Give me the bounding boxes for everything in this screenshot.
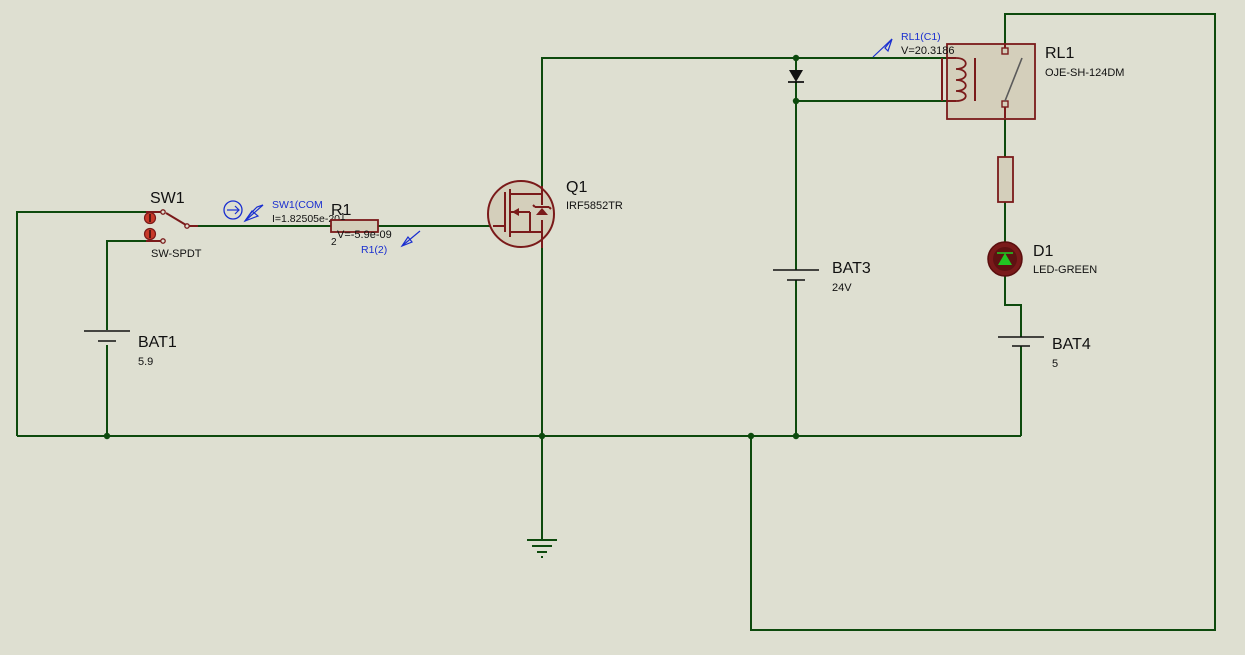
- r1-voltage-probe[interactable]: V=-5.9e-09 R1(2): [337, 229, 421, 256]
- mosfet-q1[interactable]: [487, 180, 555, 248]
- relay-rl1[interactable]: [941, 43, 1036, 120]
- rl1-value-label: OJE-SH-124DM: [1045, 67, 1124, 79]
- bat3-ref-label: BAT3: [832, 260, 871, 277]
- ammeter-icon: [223, 200, 243, 220]
- wire-left-loop: [16, 211, 146, 436]
- resistor-r1[interactable]: [330, 219, 379, 233]
- r1-probe-name: R1(2): [361, 244, 387, 256]
- bat3-value-label: 24V: [832, 282, 852, 294]
- junction-dot: [747, 432, 755, 440]
- rl1-probe-reading: V=20.3186: [901, 45, 955, 57]
- sw1-probe-reading: I=1.82505e-20: [272, 213, 340, 225]
- r1-ref-label: R1: [331, 202, 352, 219]
- junction-dot: [792, 432, 800, 440]
- d1-ref-label: D1: [1033, 243, 1054, 260]
- led-d1[interactable]: [987, 241, 1023, 277]
- q1-value-label: IRF5852TR: [566, 200, 623, 212]
- probe-arrow-icon: [400, 235, 413, 248]
- junctions: [103, 54, 800, 440]
- junction-dot: [538, 432, 546, 440]
- wire-q1-drain: [541, 57, 947, 186]
- wire-sw1-bat1: [106, 240, 146, 330]
- sw1-current-probe[interactable]: SW1(COM I=1.82505e-20: [223, 199, 340, 225]
- sw1-probe-name: SW1(COM: [272, 199, 323, 211]
- junction-dot: [792, 97, 800, 105]
- wire-outer-loop: [750, 13, 1216, 631]
- bat1-ref-label: BAT1: [138, 334, 177, 351]
- r1-pin1-label: 1: [340, 212, 346, 223]
- rl1-voltage-probe[interactable]: RL1(C1) V=20.3186: [872, 31, 955, 58]
- q1-ref-label: Q1: [566, 179, 587, 196]
- sw1-value-label: SW-SPDT: [151, 248, 202, 260]
- battery-bat1[interactable]: [84, 330, 130, 342]
- wires: [16, 13, 1216, 631]
- rl1-ref-label: RL1: [1045, 45, 1074, 62]
- bat4-value-label: 5: [1052, 358, 1058, 370]
- flyback-diode[interactable]: [788, 70, 804, 83]
- bat4-ref-label: BAT4: [1052, 336, 1091, 353]
- r1-probe-reading: V=-5.9e-09: [337, 229, 392, 241]
- junction-dot: [792, 54, 800, 62]
- sw1-ref-label: SW1: [150, 190, 185, 207]
- switch-sw1[interactable]: [143, 209, 199, 244]
- wire-d1-bat4: [1004, 275, 1022, 337]
- led-triangle-icon: [998, 253, 1012, 265]
- probe-arrow-icon: [243, 210, 260, 223]
- probe-arrow-icon: [884, 38, 893, 53]
- bat1-value-label: 5.9: [138, 356, 153, 368]
- battery-bat3[interactable]: [773, 269, 819, 281]
- junction-dot: [103, 432, 111, 440]
- battery-bat4[interactable]: [998, 336, 1044, 347]
- r1-pin2-label: 2: [331, 237, 337, 248]
- rl1-probe-name: RL1(C1): [901, 31, 941, 43]
- ground-icon: [527, 539, 557, 558]
- resistor-led-series[interactable]: [997, 156, 1014, 203]
- d1-value-label: LED-GREEN: [1033, 264, 1097, 276]
